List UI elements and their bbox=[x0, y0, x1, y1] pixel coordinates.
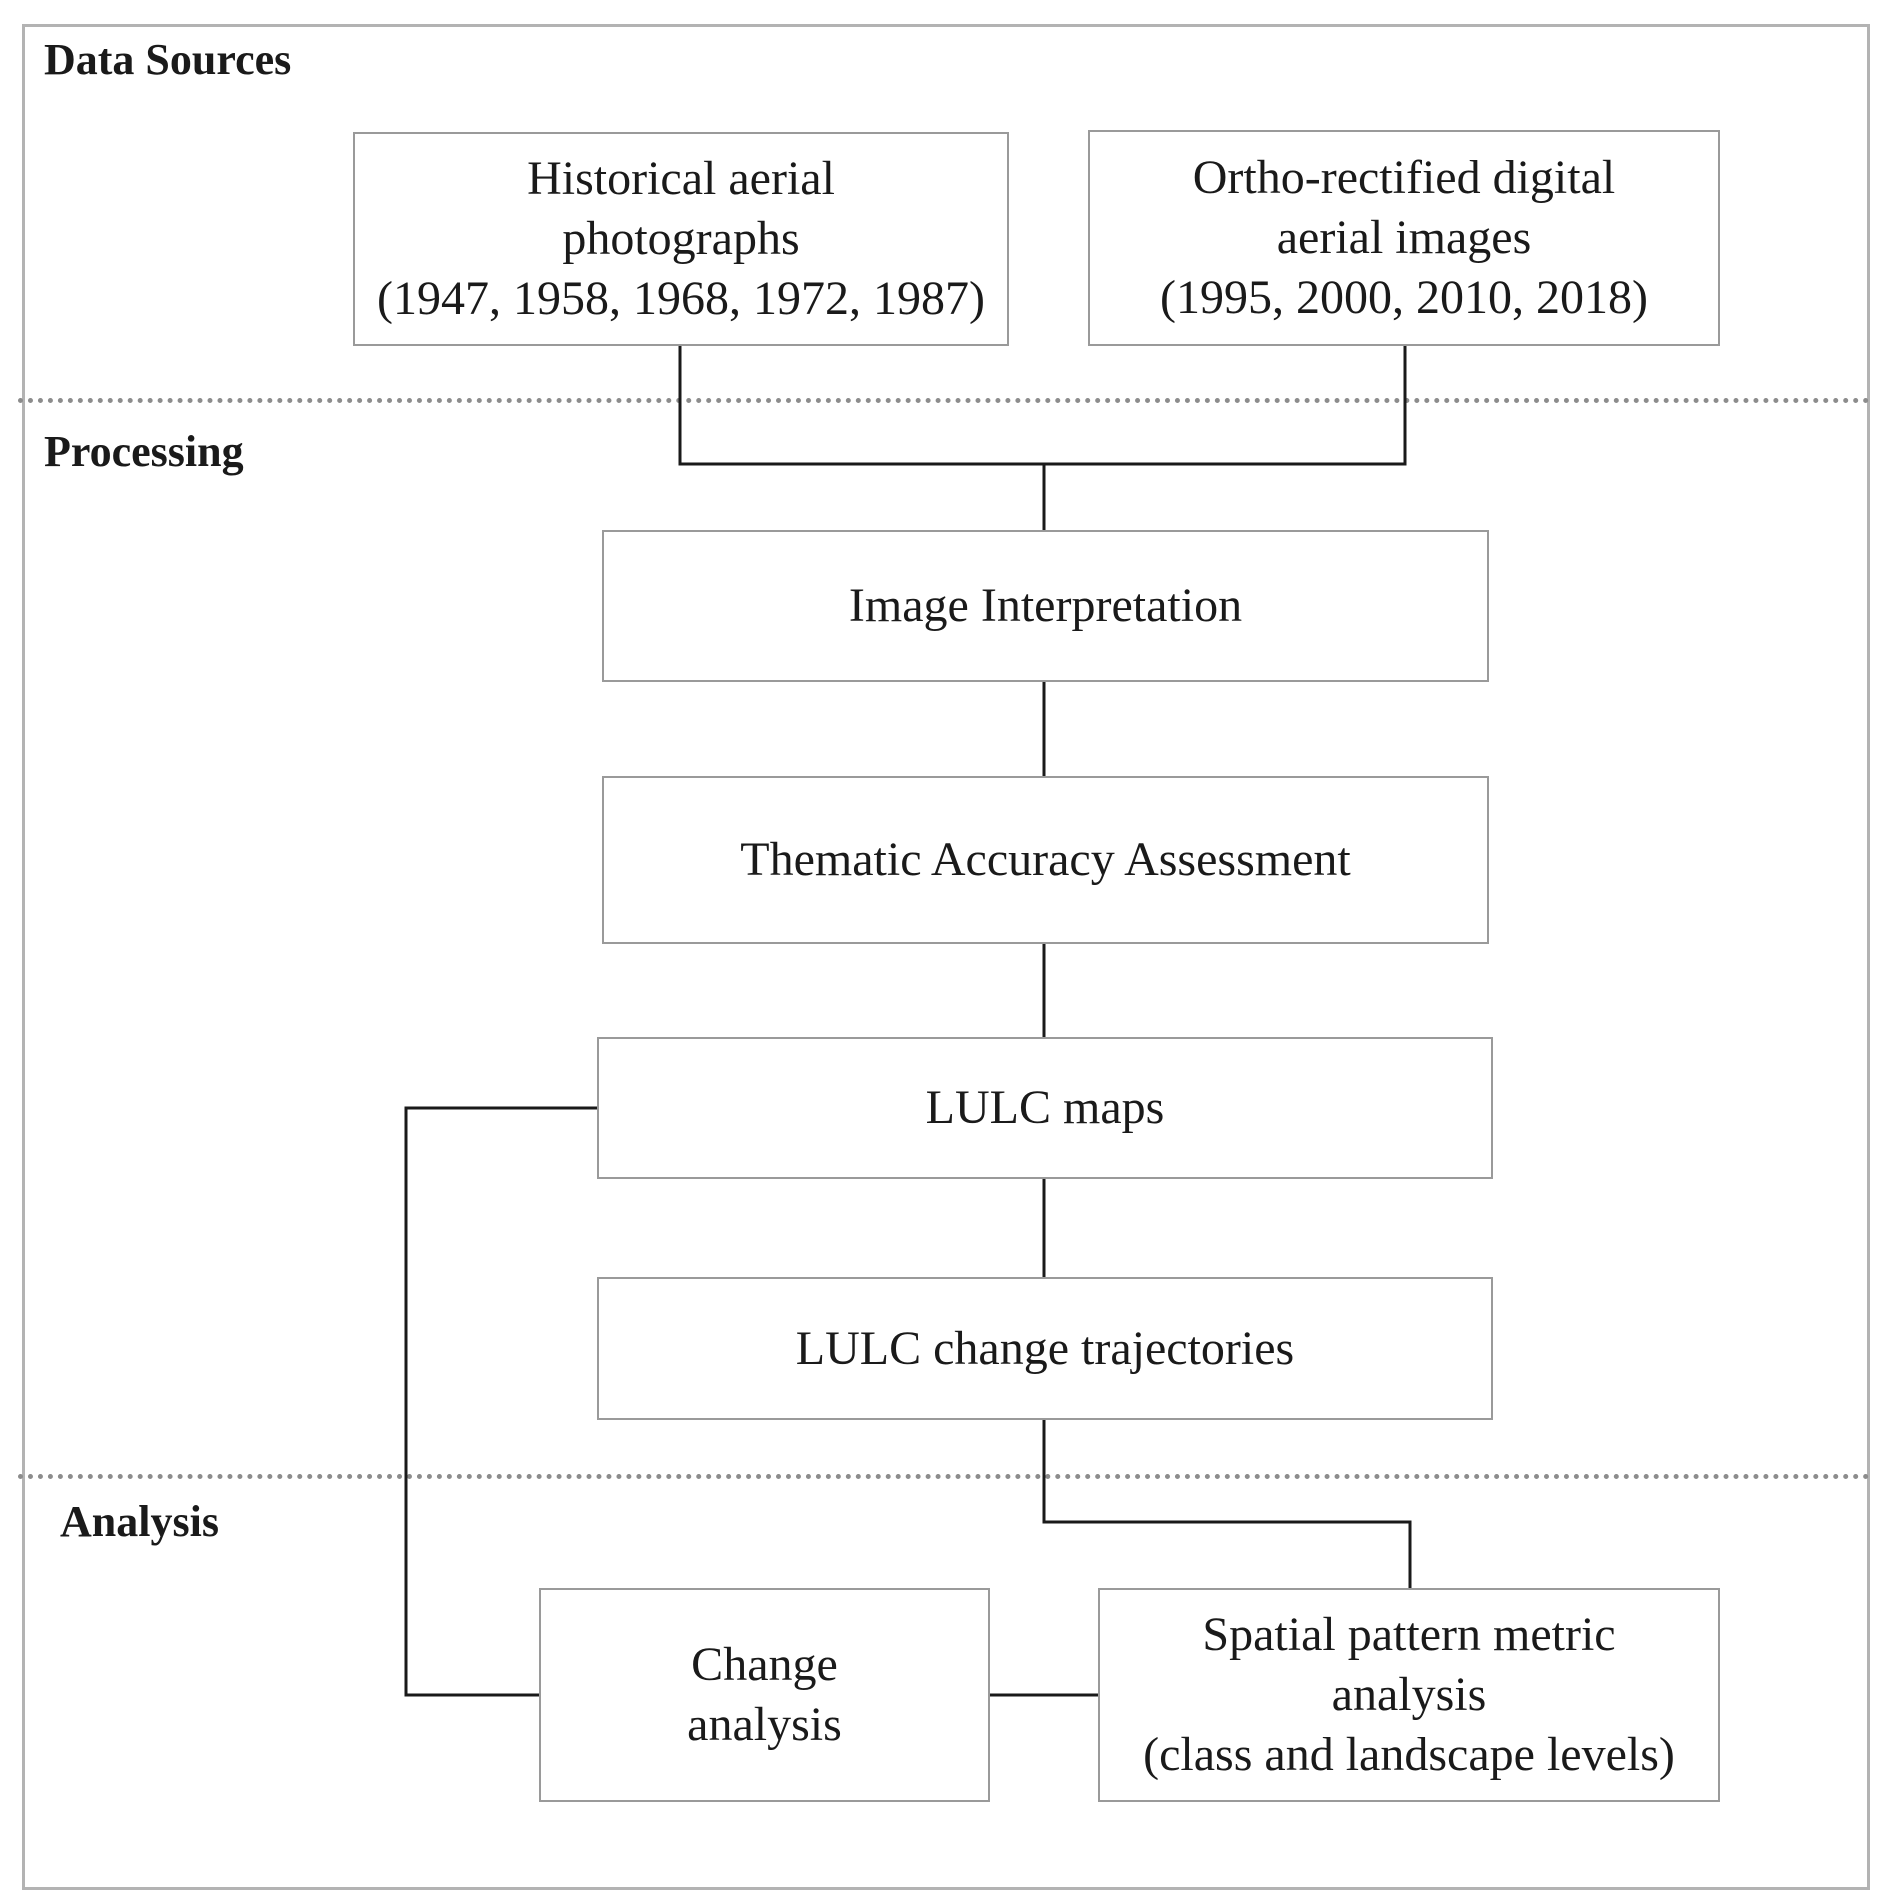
node-lulc-maps: LULC maps bbox=[597, 1037, 1493, 1179]
diagram-frame bbox=[22, 24, 1870, 1890]
section-label-processing: Processing bbox=[44, 427, 244, 476]
node-lulc-change-trajectories: LULC change trajectories bbox=[597, 1277, 1493, 1420]
node-ortho-rectified-images: Ortho-rectified digital aerial images (1… bbox=[1088, 130, 1720, 346]
node-spatial-pattern-metric-analysis: Spatial pattern metric analysis (class a… bbox=[1098, 1588, 1720, 1802]
node-thematic-accuracy-assessment: Thematic Accuracy Assessment bbox=[602, 776, 1489, 944]
edge-historical-to-merge bbox=[678, 346, 1044, 466]
edge-lulc-maps-to-change-analysis bbox=[404, 1106, 597, 1697]
section-label-analysis: Analysis bbox=[60, 1497, 219, 1546]
section-label-data-sources: Data Sources bbox=[44, 35, 292, 84]
edge-ortho-to-merge bbox=[1044, 346, 1407, 466]
edge-trajectories-to-spatial-pattern bbox=[1042, 1420, 1412, 1588]
section-divider-bottom bbox=[18, 1474, 1870, 1479]
node-historical-aerial-photographs: Historical aerial photographs (1947, 195… bbox=[353, 132, 1009, 346]
node-image-interpretation: Image Interpretation bbox=[602, 530, 1489, 682]
section-divider-top bbox=[18, 398, 1870, 403]
node-change-analysis: Change analysis bbox=[539, 1588, 990, 1802]
